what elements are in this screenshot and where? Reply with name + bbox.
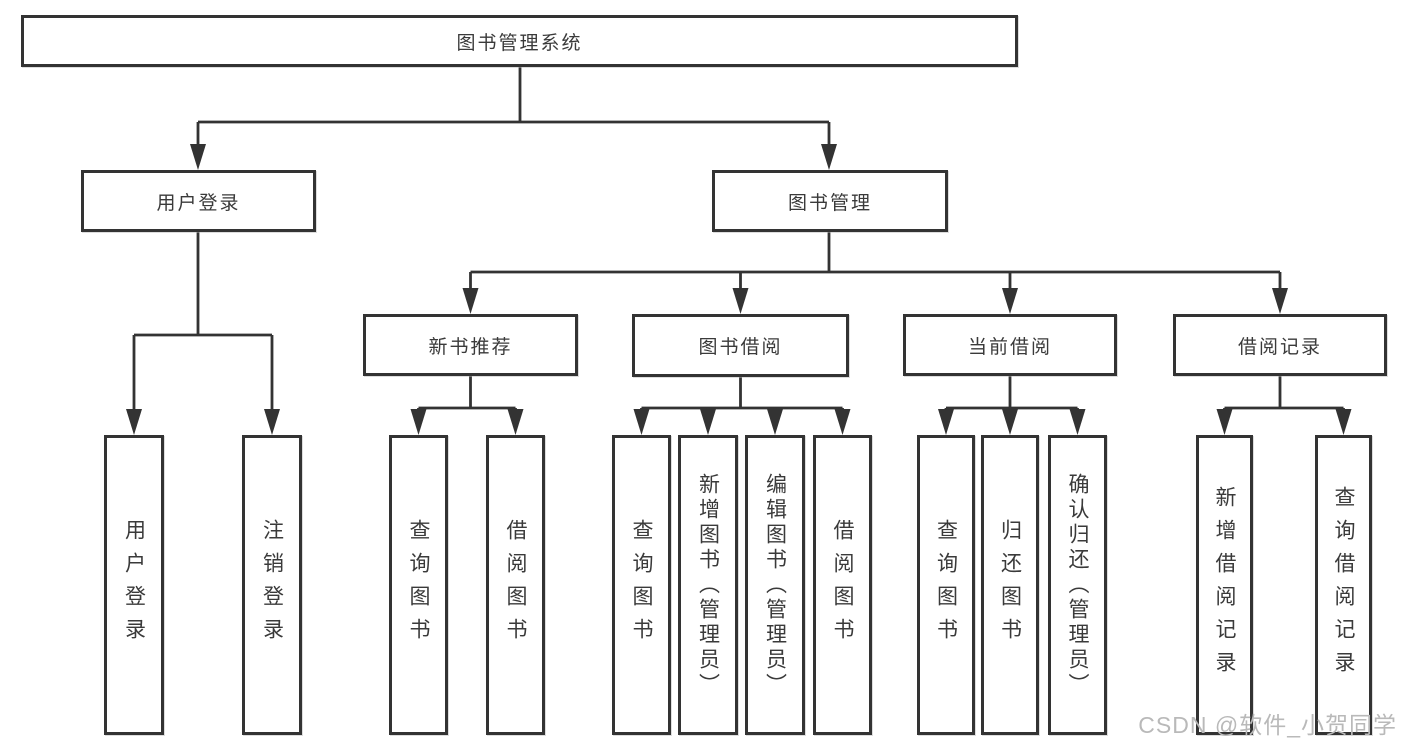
leaf-query-borrow-record: 查询借阅记录	[1315, 435, 1372, 735]
leaf-logout: 注销登录	[242, 435, 302, 735]
node-book-borrow: 图书借阅	[632, 314, 849, 377]
leaf-edit-books-admin: 编辑图书（管理员）	[745, 435, 805, 735]
node-current-borrow: 当前借阅	[903, 314, 1117, 376]
node-book-management-module: 图书管理	[712, 170, 948, 232]
leaf-confirm-return-admin: 确认归还（管理员）	[1048, 435, 1107, 735]
node-user-login-module: 用户登录	[81, 170, 316, 232]
leaf-query-books-recommend: 查询图书	[389, 435, 448, 735]
leaf-add-borrow-record: 新增借阅记录	[1196, 435, 1253, 735]
node-root-system: 图书管理系统	[21, 15, 1018, 67]
leaf-query-books-borrow: 查询图书	[612, 435, 671, 735]
arrowhead-icons	[126, 144, 1352, 435]
leaf-return-books: 归还图书	[981, 435, 1039, 735]
leaf-query-books-current: 查询图书	[917, 435, 975, 735]
leaf-add-books-admin: 新增图书（管理员）	[678, 435, 738, 735]
leaf-user-login: 用户登录	[104, 435, 164, 735]
node-borrow-records: 借阅记录	[1173, 314, 1387, 376]
node-new-book-recommend: 新书推荐	[363, 314, 578, 376]
watermark: CSDN @软件_小贺同学	[1138, 712, 1397, 738]
leaf-borrow-books: 借阅图书	[813, 435, 872, 735]
leaf-borrow-books-recommend: 借阅图书	[486, 435, 545, 735]
